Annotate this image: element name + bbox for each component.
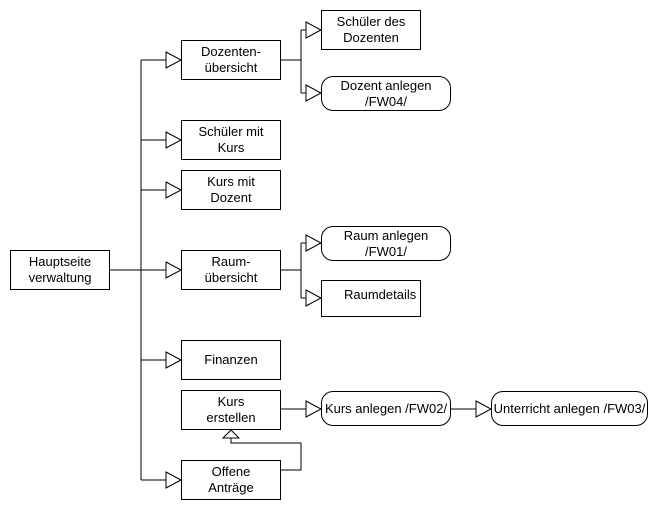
- node-offene-antraege[interactable]: Offene Anträge: [181, 460, 281, 500]
- edge-trunk-offene-antraege: [141, 471, 183, 489]
- edge-dozentenuebersicht-split: [281, 21, 323, 102]
- node-schueler-mit-kurs[interactable]: Schüler mit Kurs: [181, 120, 281, 160]
- edge-trunk-kurs-mit-dozent: [141, 181, 183, 199]
- edge-raumuebersicht-split: [281, 234, 323, 307]
- node-raum-uebersicht[interactable]: Raum- übersicht: [181, 250, 281, 290]
- node-hauptseite-verwaltung[interactable]: Hauptseite verwaltung: [10, 250, 110, 290]
- node-raum-anlegen-fw01[interactable]: Raum anlegen /FW01/: [321, 226, 451, 261]
- edge-trunk-dozentenuebersicht: [141, 51, 183, 69]
- node-dozent-anlegen-fw04[interactable]: Dozent anlegen /FW04/: [321, 76, 451, 111]
- node-unterricht-anlegen-fw03[interactable]: Unterricht anlegen /FW03/: [491, 391, 648, 426]
- edge-trunk-raumuebersicht: [141, 261, 183, 279]
- node-schueler-des-dozenten[interactable]: Schüler des Dozenten: [321, 10, 421, 50]
- node-kurs-mit-dozent[interactable]: Kurs mit Dozent: [181, 170, 281, 210]
- edge-kursanlegen-unterrichtanlegen: [451, 400, 493, 418]
- node-raumdetails[interactable]: Raumdetails: [321, 280, 421, 317]
- edge-trunk-finanzen: [141, 351, 183, 369]
- node-kurs-erstellen[interactable]: Kurs erstellen: [181, 390, 281, 430]
- node-dozenten-uebersicht[interactable]: Dozenten- übersicht: [181, 40, 281, 80]
- edge-kurserstellen-kursanlegen: [281, 400, 323, 418]
- edge-offene-antraege-kurserstellen: [221, 429, 302, 471]
- edge-trunk-schueler-mit-kurs: [141, 131, 183, 149]
- node-finanzen[interactable]: Finanzen: [181, 340, 281, 380]
- node-kurs-anlegen-fw02[interactable]: Kurs anlegen /FW02/: [321, 391, 451, 426]
